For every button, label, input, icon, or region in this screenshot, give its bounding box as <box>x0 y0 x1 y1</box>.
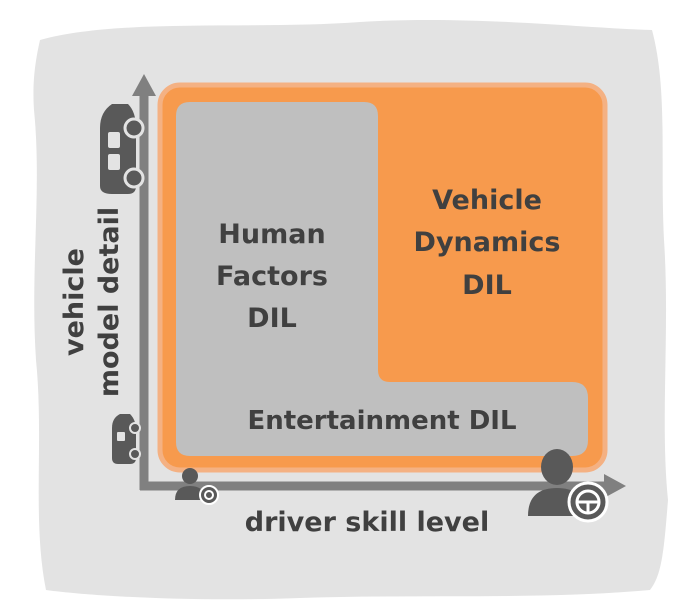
large-car-icon <box>100 104 145 194</box>
human-factors-label-line2: Factors <box>216 261 328 292</box>
small-car-icon <box>112 414 141 464</box>
vehicle-dynamics-label-line1: Vehicle <box>432 185 542 216</box>
small-driver-icon <box>175 468 219 505</box>
x-axis-arrowhead <box>604 474 626 498</box>
y-axis-label-line2: model detail <box>94 207 125 397</box>
entertainment-label: Entertainment DIL <box>247 406 516 436</box>
vehicle-dynamics-label-line2: Dynamics <box>414 227 561 258</box>
vehicle-dynamics-label-line3: DIL <box>462 270 512 301</box>
large-driver-icon <box>528 449 609 523</box>
x-axis-label: driver skill level <box>245 507 489 538</box>
human-factors-label-line3: DIL <box>247 303 297 334</box>
human-factors-region <box>176 102 588 456</box>
y-axis-label-line1: vehicle <box>59 248 90 356</box>
human-factors-label-line1: Human <box>218 219 325 250</box>
y-axis-arrowhead <box>132 74 156 96</box>
